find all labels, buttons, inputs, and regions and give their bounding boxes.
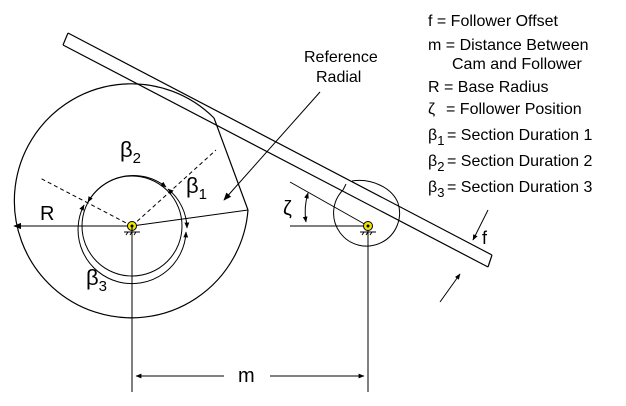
label-zeta: ζ xyxy=(283,198,292,220)
reference-label-line1: Reference xyxy=(304,49,378,66)
offset-arrow-upper xyxy=(472,209,489,241)
legend-m-line2: Cam and Follower xyxy=(452,56,583,73)
svg-text:β3: β3 xyxy=(86,265,107,295)
label-beta1: β1 xyxy=(186,173,207,203)
label-f: f xyxy=(482,228,488,248)
offset-arrow-lower xyxy=(439,273,461,303)
label-m: m xyxy=(238,365,255,387)
legend-beta2-symbol: β2 xyxy=(428,153,444,174)
section-line-1 xyxy=(131,149,217,227)
legend-zeta: = Follower Position xyxy=(446,101,582,118)
legend-beta3-symbol: β3 xyxy=(428,179,444,200)
follower-pivot-icon xyxy=(360,221,376,236)
cam-flank xyxy=(213,117,249,211)
label-beta3: β3 xyxy=(86,265,107,295)
legend-f: f = Follower Offset xyxy=(428,13,559,30)
label-beta2: β2 xyxy=(120,137,141,167)
reference-radial-line xyxy=(131,209,249,227)
reference-label-line2: Radial xyxy=(316,69,361,86)
svg-text:β1: β1 xyxy=(186,173,207,203)
legend: f = Follower Offset m = Distance Between… xyxy=(428,13,593,200)
follower-stem xyxy=(342,183,347,191)
legend-beta1: = Section Duration 1 xyxy=(447,127,593,144)
zeta-arc xyxy=(302,192,309,223)
svg-text:β2: β2 xyxy=(120,137,141,167)
beta3-arc xyxy=(77,204,189,285)
legend-beta1-symbol: β1 xyxy=(428,127,444,148)
follower-face xyxy=(62,32,493,268)
reference-pointer-arrow xyxy=(223,91,321,201)
legend-m-line1: m = Distance Between xyxy=(428,37,589,54)
follower-position-line xyxy=(289,181,369,227)
legend-zeta-symbol: ζ xyxy=(428,101,435,118)
label-R: R xyxy=(40,203,54,225)
beta2-arc xyxy=(87,174,167,203)
follower-circle xyxy=(333,189,401,247)
follower-cap xyxy=(351,179,399,204)
cam-outline xyxy=(13,83,249,319)
legend-R: R = Base Radius xyxy=(428,79,549,96)
legend-beta3: = Section Duration 3 xyxy=(447,179,593,196)
legend-beta2: = Section Duration 2 xyxy=(447,153,593,170)
